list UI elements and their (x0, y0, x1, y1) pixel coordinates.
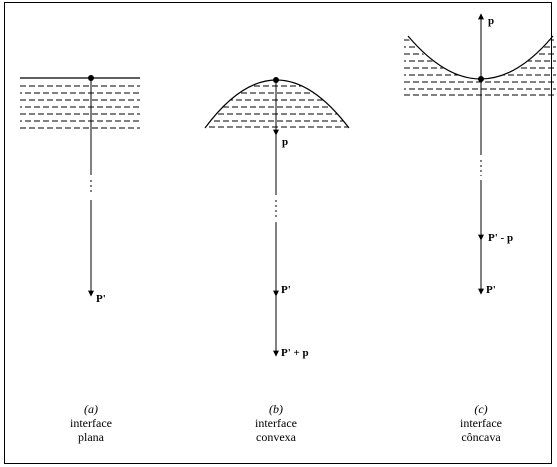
vector-label: P' + p (281, 347, 309, 359)
caption-line1: interface (460, 416, 502, 430)
caption-line1: interface (255, 416, 297, 430)
liquid-hatch-a (20, 85, 140, 129)
caption-line1: interface (70, 416, 112, 430)
panel-letter: (a) (84, 402, 98, 416)
panel-letter: (b) (269, 402, 283, 416)
panel-b: p P' P' + p (b) interface convexa (204, 77, 350, 444)
vector-label: P' (96, 293, 106, 305)
vector-label: p (488, 15, 494, 27)
caption-line2: plana (78, 430, 105, 444)
vector-label: P' (486, 284, 496, 296)
liquid-hatch-c (404, 39, 556, 96)
vector-label: P' - p (488, 232, 513, 244)
caption-line2: convexa (256, 430, 297, 444)
panel-a: P' (a) interface plana (20, 75, 140, 444)
panel-c: p P' - p P' (c) interface côncava (404, 13, 556, 444)
vector-label: P' (281, 284, 291, 296)
panel-letter: (c) (474, 402, 487, 416)
caption-line2: côncava (461, 430, 501, 444)
vector-label: p (282, 136, 288, 148)
